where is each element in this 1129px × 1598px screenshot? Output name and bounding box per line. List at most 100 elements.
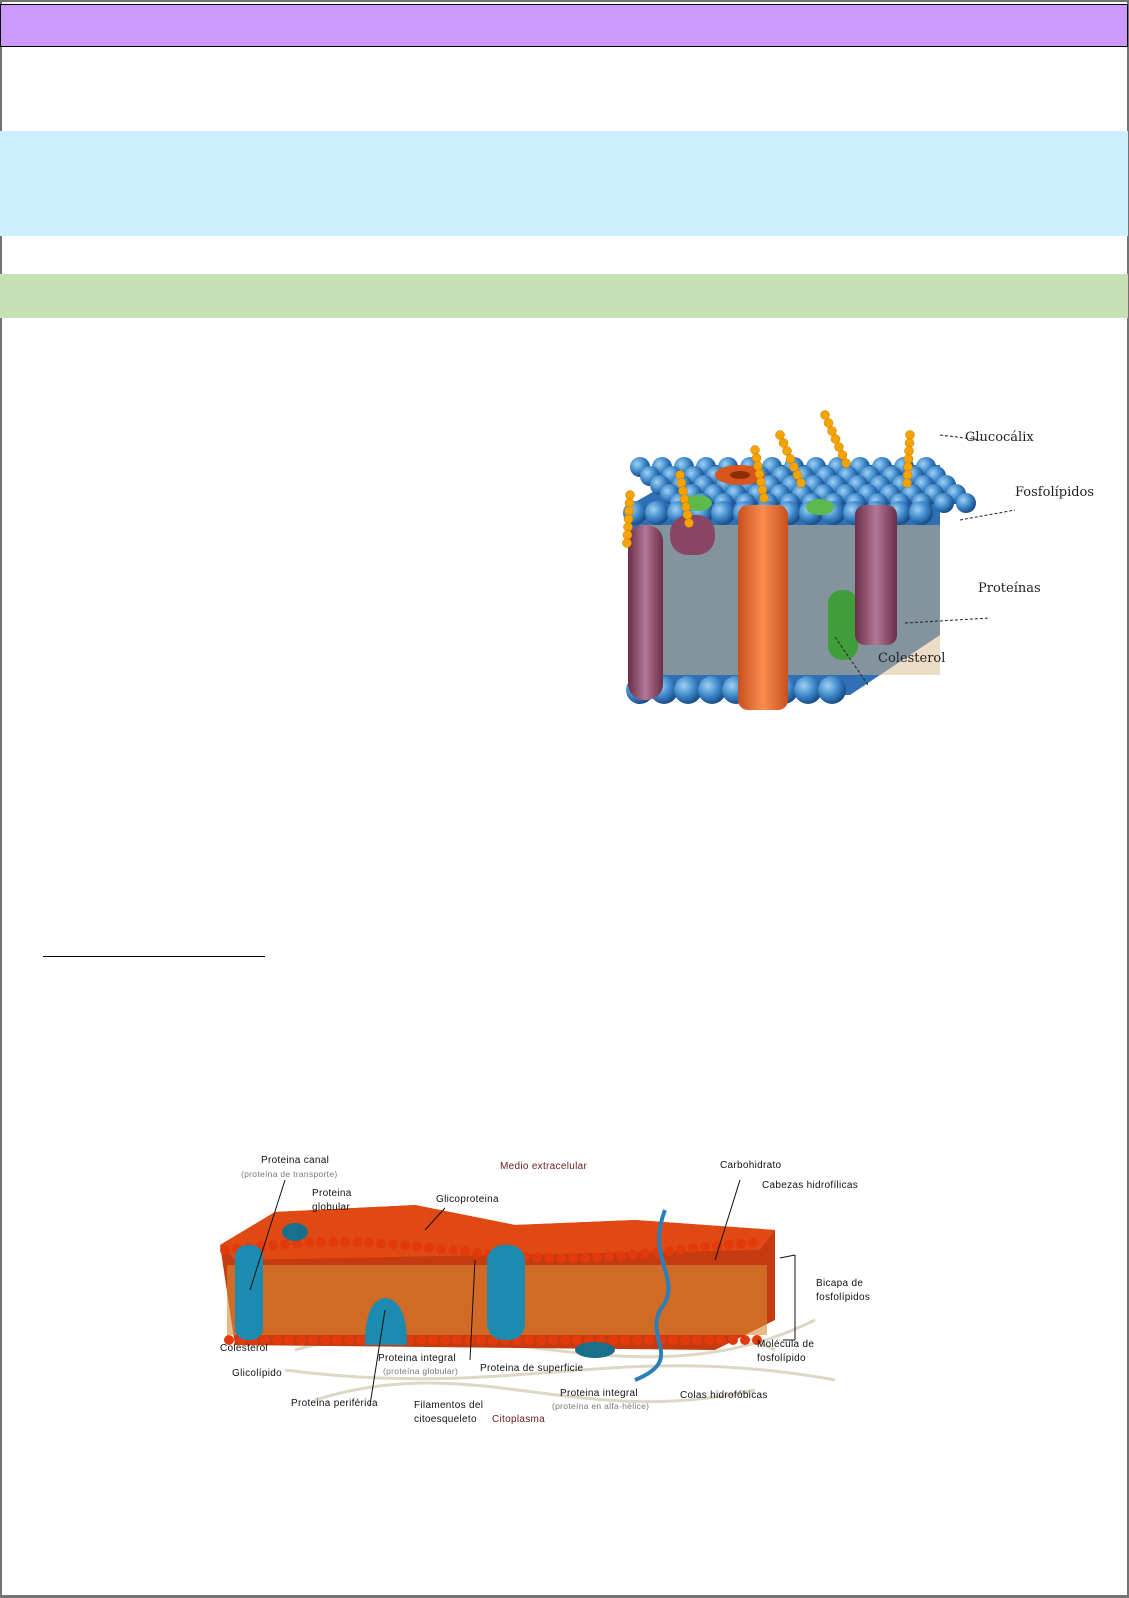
bead <box>632 1335 642 1345</box>
membrane-3d-illustration <box>610 410 1016 715</box>
bead <box>823 418 834 428</box>
bead <box>818 676 846 704</box>
section-header-banner <box>0 274 1128 318</box>
bead <box>712 1240 722 1251</box>
bead <box>681 502 691 512</box>
bead <box>428 1335 438 1345</box>
fluid-mosaic-illustration <box>220 1179 836 1406</box>
label-proteina-periferica: Proteina periférica <box>291 1398 378 1409</box>
bead <box>532 1252 542 1263</box>
bead <box>645 501 669 525</box>
bead <box>644 1335 654 1345</box>
label-proteina-integral-alfa-sub: (proteína en alfa-hélice) <box>552 1401 650 1411</box>
bead <box>700 1242 710 1253</box>
label-glicoproteina: Glicoproteina <box>436 1194 499 1205</box>
label-glicolipido: Glicolípido <box>232 1368 282 1379</box>
bead <box>903 462 913 472</box>
label-proteina-integral-alfa: Proteina integral <box>560 1388 638 1399</box>
bead <box>568 1252 578 1263</box>
bead <box>736 1238 746 1249</box>
bead <box>841 458 851 468</box>
bead <box>320 1335 330 1345</box>
bead <box>682 510 693 520</box>
bead <box>904 446 914 456</box>
bead <box>728 1335 738 1345</box>
bead <box>376 1238 386 1249</box>
bead <box>834 442 844 452</box>
bead <box>750 445 760 455</box>
title-banner <box>0 4 1128 47</box>
bead <box>452 1335 462 1345</box>
bead <box>754 469 765 479</box>
bead <box>524 1335 534 1345</box>
bead <box>704 1335 714 1345</box>
label-fosfolipidos: Fosfolípidos <box>1015 485 1095 500</box>
bead <box>692 1335 702 1345</box>
underlined-heading-rule <box>43 956 265 957</box>
label-proteina-canal-sub: (proteína de transporte) <box>241 1169 338 1179</box>
label-carbohidrato: Carbohidrato <box>720 1160 782 1171</box>
bead <box>284 1335 294 1345</box>
label-proteina-globular-2: globular <box>312 1202 350 1213</box>
bead <box>684 518 694 528</box>
bead <box>572 1335 582 1345</box>
bead <box>268 1240 278 1251</box>
bead <box>272 1335 282 1345</box>
bead <box>352 1237 362 1248</box>
bead <box>416 1335 426 1345</box>
bead <box>592 1252 602 1263</box>
label-bicapa-1: Bicapa de <box>816 1278 864 1289</box>
bead <box>664 1245 674 1256</box>
bead <box>688 1243 698 1254</box>
label-molecula-2: fosfolípido <box>757 1353 806 1364</box>
bead <box>332 1335 342 1345</box>
bead <box>436 1243 446 1254</box>
bead <box>796 478 806 488</box>
label-proteina-canal: Proteina canal <box>261 1155 330 1166</box>
bead <box>624 506 634 516</box>
bead <box>680 1335 690 1345</box>
bead <box>752 1335 762 1345</box>
bead <box>753 461 763 471</box>
label-molecula-1: Molécula de <box>757 1339 815 1350</box>
label-proteina-globular-1: Proteina <box>312 1188 352 1199</box>
bead <box>775 430 785 440</box>
bead <box>624 498 635 508</box>
bead <box>724 1239 734 1250</box>
bead <box>778 438 789 448</box>
label-colas-hidrofobicas: Colas hidrofóbicas <box>680 1390 768 1401</box>
bead <box>751 453 762 463</box>
bead <box>412 1241 422 1252</box>
bead <box>623 514 634 524</box>
bead <box>548 1335 558 1345</box>
bead <box>698 676 726 704</box>
bead <box>676 478 687 488</box>
bead <box>464 1335 474 1345</box>
bead <box>676 1244 686 1255</box>
bead <box>711 501 735 525</box>
bead <box>220 1245 230 1255</box>
bead <box>904 438 915 448</box>
bead <box>628 1249 638 1260</box>
cell-membrane-3d-figure: Glucocálix Fosfolípidos Proteínas Colest… <box>610 395 1100 725</box>
bead <box>674 676 702 704</box>
bead <box>789 462 799 472</box>
label-proteinas: Proteínas <box>978 581 1041 596</box>
bead <box>678 486 688 496</box>
bead <box>556 1252 566 1263</box>
bead <box>748 1238 758 1249</box>
bead <box>757 485 768 495</box>
bead <box>448 1245 458 1256</box>
bead <box>224 1335 234 1345</box>
bead <box>785 454 796 464</box>
bead <box>820 410 830 420</box>
bead <box>296 1335 306 1345</box>
bead <box>902 478 912 488</box>
bead <box>794 676 822 704</box>
bead <box>308 1335 318 1345</box>
bead <box>905 430 915 440</box>
bead <box>280 1239 290 1250</box>
bead <box>304 1237 314 1248</box>
label-glucocalix: Glucocálix <box>965 430 1034 445</box>
